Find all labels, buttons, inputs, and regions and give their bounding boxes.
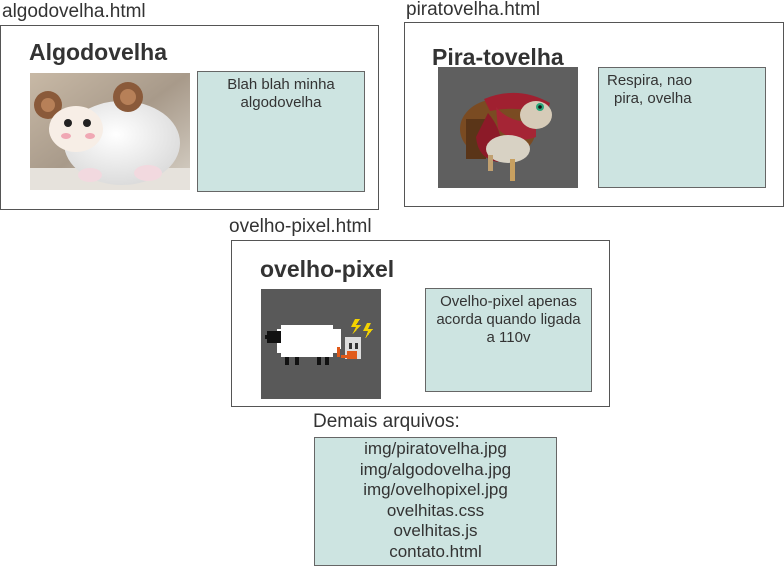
- description-line: acorda quando ligada: [436, 311, 581, 328]
- description-line: Blah blah minha: [227, 76, 335, 93]
- list-item: img/piratovelha.jpg: [364, 439, 507, 458]
- page-card-ovelho-pixel: ovelho-pixel Ovelho-pixel apenas acorda …: [231, 240, 610, 407]
- list-item: img/ovelhopixel.jpg: [363, 480, 508, 499]
- page-card-piratovelha: Pira-tovelha Respira, nao pira, ovelha: [404, 22, 784, 207]
- filename-ovelho-pixel: ovelho-pixel.html: [229, 216, 372, 237]
- other-files-heading: Demais arquivos:: [313, 411, 460, 432]
- list-item: contato.html: [389, 541, 482, 561]
- list-item: ovelhitas.js: [393, 521, 478, 540]
- description-line: algodovelha: [240, 94, 322, 111]
- other-files-list: img/piratovelha.jpg img/algodovelha.jpg …: [314, 437, 557, 566]
- description-line: a 110v: [486, 329, 531, 346]
- description-algodovelha: Blah blah minha algodovelha: [197, 71, 365, 192]
- plush-sheep-image: [30, 73, 190, 190]
- list-item: img/algodovelha.jpg: [359, 459, 512, 479]
- page-title-ovelho-pixel: ovelho-pixel: [260, 256, 395, 282]
- page-card-algodovelha: Algodovelha: [0, 25, 379, 210]
- page-title-algodovelha: Algodovelha: [29, 39, 168, 65]
- description-piratovelha: Respira, nao pira, ovelha: [598, 67, 766, 188]
- page-title-piratovelha: Pira-tovelha: [432, 44, 564, 70]
- list-item: ovelhitas.css: [386, 500, 485, 520]
- description-ovelho-pixel: Ovelho-pixel apenas acorda quando ligada…: [425, 288, 592, 392]
- filename-algodovelha: algodovelha.html: [2, 1, 146, 22]
- description-line: Ovelho-pixel apenas: [440, 293, 577, 310]
- pixel-sheep-image: [261, 289, 381, 399]
- pirate-sheep-image: [438, 67, 578, 188]
- filename-piratovelha: piratovelha.html: [406, 0, 541, 20]
- description-line: pira, ovelha: [614, 90, 692, 107]
- description-line: Respira, nao: [607, 72, 693, 89]
